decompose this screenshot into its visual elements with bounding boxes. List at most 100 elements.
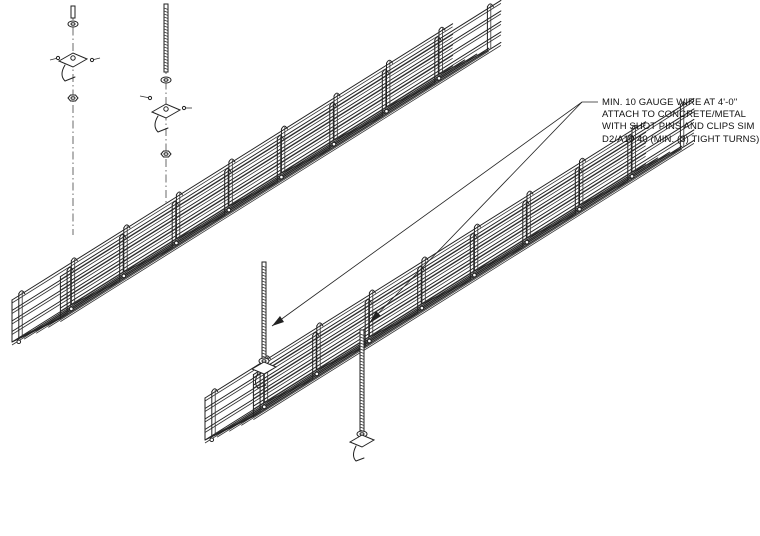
cross-wire (74, 235, 124, 304)
rod-thread (261, 316, 267, 319)
shot-pin-head (147, 95, 153, 101)
callout-line-3: WITH SHOT PINS AND CLIPS SIM (602, 121, 755, 133)
tray-end-frame (11, 276, 61, 343)
rod-thread (359, 339, 365, 342)
wire-curl (526, 190, 534, 195)
rod-thread (261, 265, 267, 268)
cross-wire (582, 135, 632, 204)
rod-thread (359, 363, 365, 366)
rod-thread (359, 345, 365, 348)
cross-wire (231, 136, 282, 205)
wire-curl (434, 36, 442, 41)
wire-curl (473, 223, 481, 228)
wire-end (367, 338, 372, 344)
cross-wire (175, 171, 226, 240)
rod-thread (359, 375, 365, 378)
rod-thread (261, 286, 267, 289)
rod-thread (359, 372, 365, 375)
rod-thread (261, 304, 267, 307)
washer (70, 22, 76, 26)
hanger-clip (353, 445, 365, 462)
leader-arrowhead (370, 311, 381, 322)
rod-thread (163, 49, 169, 52)
callout-note: MIN. 10 GAUGE WIRE AT 4'-0" ATTACH TO CO… (602, 97, 760, 146)
wire-curl (228, 158, 236, 163)
exploded-hanger-assembly (49, 3, 192, 235)
rod-thread (163, 43, 169, 46)
floor-wire (35, 56, 478, 334)
cross-wire (214, 366, 264, 435)
wire-curl (316, 322, 324, 327)
wire-curl (578, 157, 586, 162)
cross-wire (372, 267, 422, 336)
cross-wire (386, 39, 436, 108)
wire-end (436, 75, 442, 81)
rod-thread (359, 402, 365, 405)
rod-thread (359, 423, 365, 426)
rod-thread (163, 61, 169, 64)
rod-thread (359, 396, 365, 399)
wire-end (577, 206, 582, 212)
rod-thread (163, 46, 169, 49)
wire-curl (18, 290, 26, 295)
cross-wire (211, 367, 261, 437)
rod-thread (261, 331, 267, 334)
wire-curl (631, 124, 639, 129)
callout-line-1: MIN. 10 GAUGE WIRE AT 4'-0" (602, 97, 738, 108)
wire-end (314, 371, 320, 377)
cross-wire (18, 269, 68, 339)
rod-thread (163, 16, 169, 19)
rod-thread (163, 28, 169, 31)
cross-wire (631, 104, 681, 173)
rod-thread (261, 298, 267, 301)
rod-thread (163, 52, 169, 55)
wire-curl (224, 168, 232, 173)
longitudinal-wire (253, 143, 695, 420)
leader-arrowhead (272, 316, 284, 326)
rod-thread (261, 301, 267, 304)
cross-wire (333, 72, 383, 141)
rod-thread (261, 355, 267, 358)
wire-curl (421, 256, 429, 261)
rod-thread (261, 340, 267, 343)
wire-curl (276, 135, 284, 140)
hanger-clip (61, 64, 76, 82)
cross-wire (441, 4, 492, 73)
cross-wire (280, 105, 331, 174)
wire-end (629, 173, 635, 179)
wire-basket-tray-upper (11, 0, 502, 346)
cross-wire (21, 268, 71, 337)
rod-thread (163, 10, 169, 13)
cross-wire (421, 236, 471, 305)
wire-end (279, 174, 284, 180)
rod-thread (359, 357, 365, 360)
cross-wire (123, 204, 173, 273)
hanger-clip-hole (70, 55, 76, 61)
rod-thread (359, 408, 365, 411)
hanger-clip (154, 115, 169, 133)
hex-nut (163, 152, 169, 156)
rod-thread (359, 420, 365, 423)
threaded-rod (261, 261, 267, 366)
cross-wire (529, 168, 580, 237)
cross-wire (579, 137, 629, 206)
cross-wire (473, 203, 524, 272)
rod-thread (359, 360, 365, 363)
wire-end (16, 339, 22, 345)
wire-curl (329, 102, 337, 107)
rod-thread (261, 325, 267, 328)
cross-wire (319, 300, 370, 369)
rod-thread (359, 393, 365, 396)
rod-thread (359, 381, 365, 384)
wire-end (384, 108, 389, 114)
rod-thread (261, 277, 267, 280)
wire-basket-tray-lower (204, 97, 695, 444)
rod-thread (261, 280, 267, 283)
cross-wire (389, 37, 439, 106)
cross-wire (316, 302, 366, 371)
wire-curl (175, 191, 183, 196)
wire-end (174, 240, 179, 246)
rod-thread (261, 322, 267, 325)
rod-thread (261, 328, 267, 331)
hanger-clip (348, 434, 376, 448)
